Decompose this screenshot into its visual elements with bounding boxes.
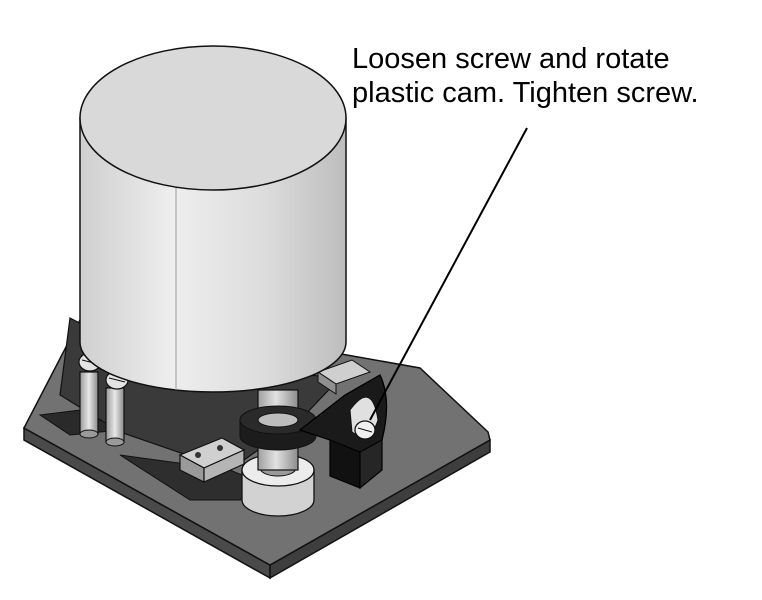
plastic-cam-icon — [298, 374, 388, 490]
callout-line-1: Loosen screw and rotate — [352, 43, 670, 75]
screw-icon — [354, 420, 376, 440]
left-posts — [78, 352, 129, 447]
connector — [316, 359, 372, 395]
shaft — [239, 389, 317, 471]
cylinder-housing — [79, 45, 347, 393]
callout-line-2: plastic cam. Tighten screw. — [352, 77, 699, 109]
leader-line — [369, 127, 528, 421]
cylinder-top — [79, 45, 347, 191]
post-icon — [78, 352, 102, 439]
callout-annotation: Loosen screw and rotate plastic cam. Tig… — [352, 42, 752, 110]
terminal-block — [178, 437, 246, 483]
